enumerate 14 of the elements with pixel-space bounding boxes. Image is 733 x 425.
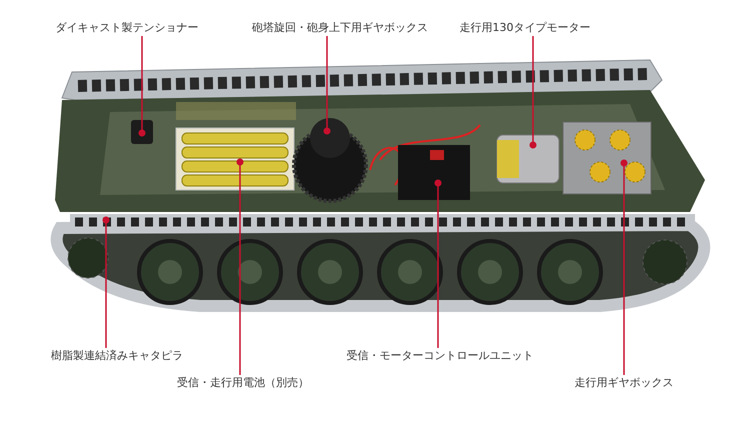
leader-line — [530, 36, 536, 148]
part-label: 受信・モーターコントロールユニット — [346, 349, 534, 363]
part-label: 走行用ギヤボックス — [574, 376, 674, 390]
leader-line — [434, 180, 442, 348]
part-label: 受信・走行用電池（別売） — [177, 376, 309, 390]
part-label: ダイキャスト製テンショナー — [56, 21, 198, 35]
leader-line — [102, 216, 110, 348]
part-label: 走行用130タイプモーター — [460, 21, 590, 35]
part-label: 砲塔旋回・砲身上下用ギヤボックス — [252, 21, 428, 35]
part-label: 樹脂製連結済みキャタピラ — [51, 349, 183, 363]
leader-line — [324, 36, 330, 134]
leader-line — [138, 36, 146, 136]
leader-line — [236, 158, 244, 375]
leader-line — [620, 160, 628, 375]
